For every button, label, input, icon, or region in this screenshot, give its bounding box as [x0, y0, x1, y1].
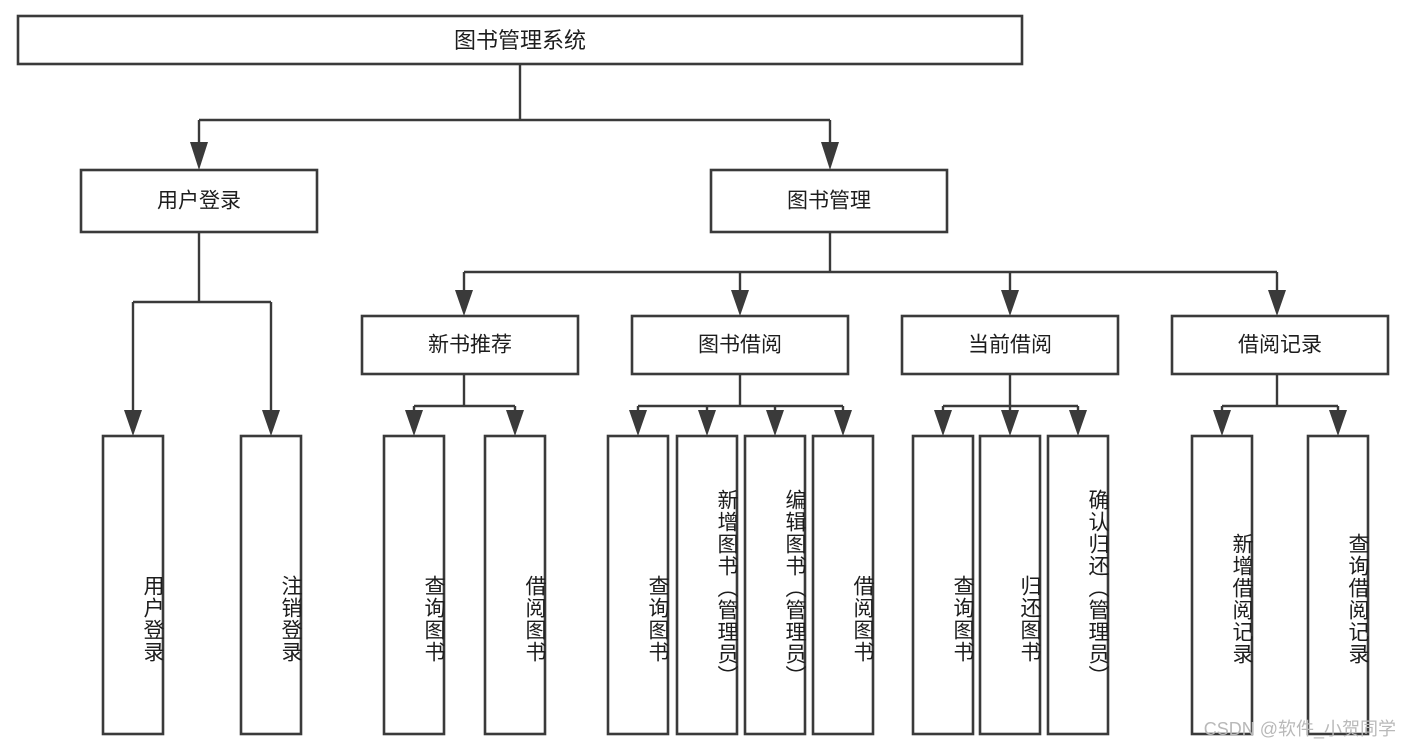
node-book-management[interactable]: 图书管理 [709, 168, 949, 234]
leaf-box-query-record[interactable] [1306, 434, 1370, 736]
node-borrow-record-box[interactable] [1170, 314, 1390, 376]
connector-group-root-to-level2 [190, 64, 839, 170]
arrow-head-current-borrow [1001, 290, 1019, 316]
node-root-label: 图书管理系统 [454, 28, 586, 53]
arrow-head-borrow-record [1268, 290, 1286, 316]
node-book-borrow-label: 图书借阅 [698, 334, 782, 357]
node-root[interactable]: 图书管理系统 [16, 14, 1024, 66]
node-book-management-box[interactable] [709, 168, 949, 234]
node-book-borrow[interactable]: 图书借阅 [630, 314, 850, 376]
node-book-management-label: 图书管理 [787, 190, 871, 213]
node-user-login[interactable]: 用户登录 [79, 168, 319, 234]
connector-group-borrow-record-to-leaves [1213, 374, 1347, 436]
node-borrow-record[interactable]: 借阅记录 [1170, 314, 1390, 376]
node-current-borrow-box[interactable] [900, 314, 1120, 376]
arrow-head-bb-leaf1 [629, 410, 647, 436]
connector-group-book-management-to-level3 [455, 232, 1286, 316]
leaf-box-confirm-return[interactable] [1046, 434, 1110, 736]
connector-group-book-borrow-to-leaves [629, 374, 852, 436]
node-current-borrow-label: 当前借阅 [968, 334, 1052, 357]
leaf-box-add-record[interactable] [1190, 434, 1254, 736]
arrow-head-bb-leaf2 [698, 410, 716, 436]
leaf-box-logout-login[interactable] [239, 434, 303, 736]
node-new-book-recommend-box[interactable] [360, 314, 580, 376]
node-new-book-recommend[interactable]: 新书推荐 [360, 314, 580, 376]
leaf-box-edit-book[interactable] [743, 434, 807, 736]
arrow-head-book-management [821, 142, 839, 170]
node-new-book-recommend-label: 新书推荐 [428, 334, 512, 357]
arrow-head-book-borrow [731, 290, 749, 316]
arrow-head-cb-leaf3 [1069, 410, 1087, 436]
node-user-login-box[interactable] [79, 168, 319, 234]
node-root-box[interactable] [16, 14, 1024, 66]
node-current-borrow[interactable]: 当前借阅 [900, 314, 1120, 376]
arrow-head-bb-leaf3 [766, 410, 784, 436]
arrow-head-cb-leaf2 [1001, 410, 1019, 436]
csdn-watermark: CSDN @软件_小贺同学 [1203, 719, 1396, 739]
arrow-head-br-leaf2 [1329, 410, 1347, 436]
connector-group-new-book-to-leaves [405, 374, 524, 436]
leaf-box-user-login[interactable] [101, 434, 165, 736]
leaf-box-borrow-book-2[interactable] [811, 434, 875, 736]
arrow-head-nb-leaf1 [405, 410, 423, 436]
arrow-head-bb-leaf4 [834, 410, 852, 436]
leaf-box-query-book-2[interactable] [606, 434, 670, 736]
arrow-head-user-login [190, 142, 208, 170]
node-user-login-label: 用户登录 [157, 190, 241, 213]
arrow-head-leaf-user-login [124, 410, 142, 436]
connector-group-user-login-to-leaves [124, 232, 280, 436]
node-borrow-record-label: 借阅记录 [1238, 334, 1322, 357]
leaf-box-query-book-1[interactable] [382, 434, 446, 736]
connector-group-current-borrow-to-leaves [934, 374, 1087, 436]
node-book-borrow-box[interactable] [630, 314, 850, 376]
arrow-head-leaf-logout [262, 410, 280, 436]
arrow-head-nb-leaf2 [506, 410, 524, 436]
arrow-head-cb-leaf1 [934, 410, 952, 436]
arrow-head-new-book-recommend [455, 290, 473, 316]
leaf-box-borrow-book-1[interactable] [483, 434, 547, 736]
arrow-head-br-leaf1 [1213, 410, 1231, 436]
leaf-box-add-book[interactable] [675, 434, 739, 736]
leaf-box-query-book-3[interactable] [911, 434, 975, 736]
leaf-box-return-book[interactable] [978, 434, 1042, 736]
